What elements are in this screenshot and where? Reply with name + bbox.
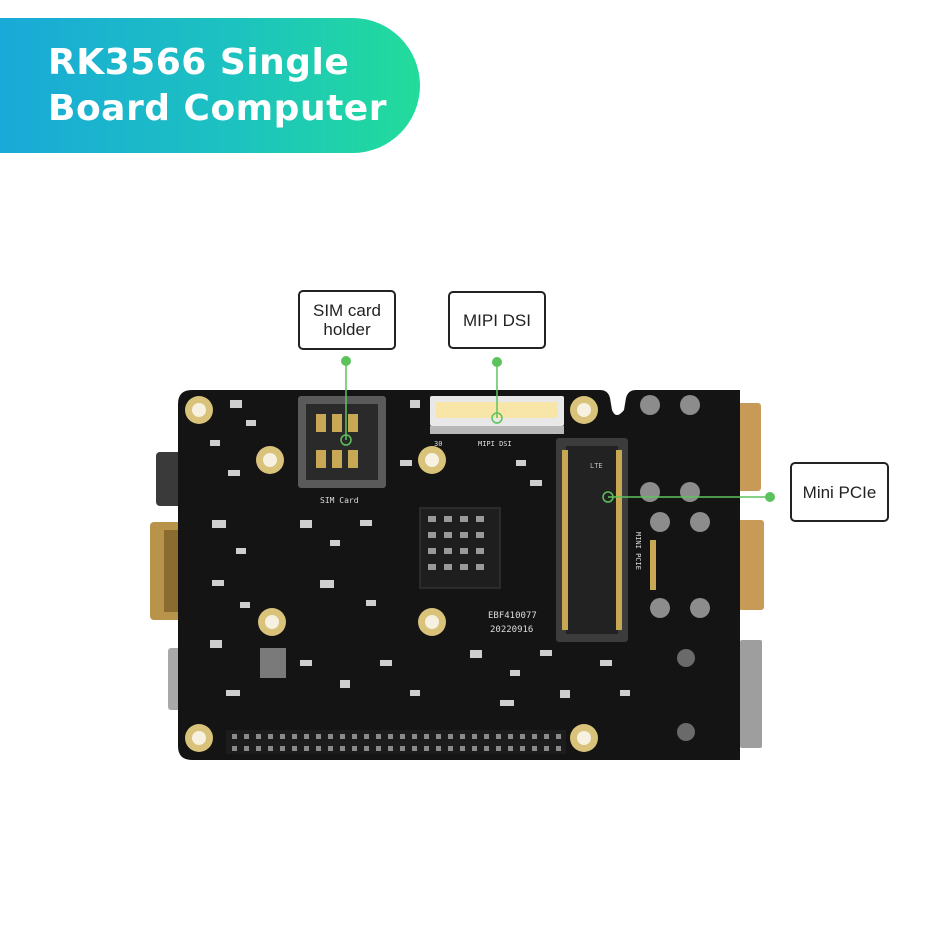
mipi-dsi-callout: MIPI DSI [448,291,546,349]
pcie-callout-text: Mini PCIe [802,482,877,502]
sim-callout-line-1: SIM card [312,301,382,320]
silk-mipi-label: MIPI DSI [478,440,512,448]
pcie-leader-dot-end [765,492,775,502]
sim-card-callout: SIM card holder [298,290,396,350]
silk-pcie-label: MINI PCIE [634,532,642,570]
cpu-pads [428,516,484,570]
right-components [260,395,710,741]
mipi-leader-dot-top [492,357,502,367]
ethernet-port-1 [735,403,761,491]
sim-leader-dot-top [341,356,351,366]
pcie-leader-target [602,491,614,503]
mini-pcie-callout: Mini PCIe [790,462,889,522]
silk-pin-label: 30 [434,440,442,448]
mipi-leader-target [491,412,503,424]
silk-serial: EBF410077 [488,611,537,621]
mounting-holes [185,396,598,752]
sim-leader-target [340,434,352,446]
silk-lte-label: LTE [590,462,603,470]
ethernet-port-2 [738,520,764,610]
sim-callout-line-2: holder [323,320,371,339]
title-line-2: Board Computer [48,87,387,129]
silk-sim-label: SIM Card [320,496,359,505]
gpio-header [226,730,566,754]
title-line-1: RK3566 Single [48,41,350,83]
mini-pcie-slot [556,438,628,642]
mipi-callout-text: MIPI DSI [462,310,531,330]
usb-port-stack [740,640,762,748]
silk-date: 20220916 [490,625,533,635]
title-banner: RK3566 Single Board Computer [0,18,420,153]
audio-jack [156,452,182,506]
smd-components [210,400,630,706]
